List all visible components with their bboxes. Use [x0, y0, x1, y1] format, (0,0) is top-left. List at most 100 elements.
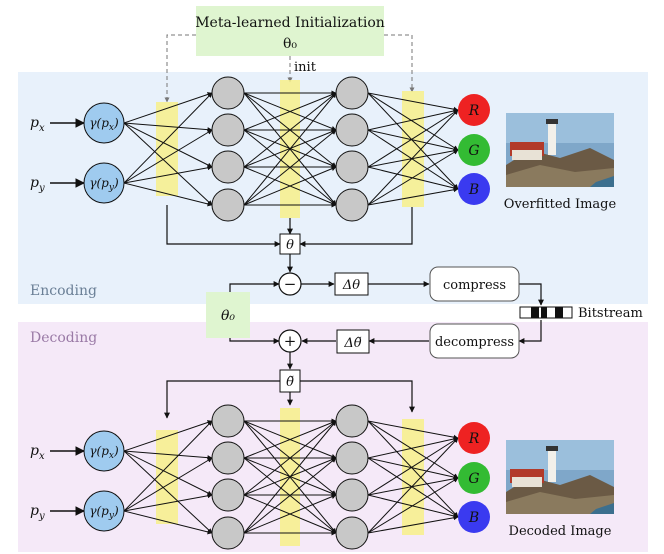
dec-edge-out-3-2	[367, 515, 459, 534]
dec-neuron-0-0	[211, 404, 245, 438]
meta-init-box: Meta-learned Initialization θ₀	[195, 6, 385, 56]
delta-theta-tilde-box	[336, 329, 370, 354]
compress-label: compress	[443, 278, 506, 293]
theta-collect-lines	[166, 205, 413, 273]
theta0-symbol: θ₀	[221, 308, 235, 324]
meta-init-theta0: θ₀	[283, 36, 297, 52]
dec-edge-out-1-1	[367, 457, 459, 480]
dec-edge-h-3-0	[243, 420, 337, 534]
dec-neuron-0-3	[211, 516, 245, 550]
dec-edge-in-1-1	[123, 457, 213, 512]
enc-gamma-label-0: γ(px)	[89, 116, 119, 133]
bitstream-icon	[519, 306, 573, 319]
delta-theta-tilde-symbol: Δθ̃	[343, 336, 361, 351]
enc-edge-out-0-1	[367, 92, 459, 151]
dec-edge-in-1-3	[123, 510, 213, 535]
dec-edge-out-0-1	[367, 420, 459, 479]
dec-neuron-0-1	[211, 441, 245, 475]
enc-layer-bar-1	[156, 102, 178, 196]
decompress-label: decompress	[435, 335, 514, 350]
overfitted-image	[506, 113, 614, 187]
dec-edge-out-1-0	[367, 436, 459, 459]
enc-edge-out-3-1	[367, 149, 459, 206]
dec-output-b	[458, 501, 490, 533]
dec-gamma-label-1: γ(py)	[89, 504, 119, 521]
enc-output-label-g: G	[468, 143, 479, 159]
theta-box	[279, 233, 301, 255]
enc-edge-h-3-0	[243, 92, 337, 206]
dec-edge-out-2-1	[367, 476, 459, 496]
enc-edge-in-0-2	[123, 122, 213, 168]
dec-edge-in-0-1	[123, 450, 213, 461]
enc-gamma-label-1: γ(py)	[89, 176, 119, 193]
overfitted-image-caption: Overfitted Image	[504, 197, 617, 212]
enc-neuron-0-3	[211, 188, 245, 222]
dec-output-label-b: B	[468, 510, 479, 526]
enc-layer-bar-3	[402, 91, 424, 207]
dec-edge-h-1-0	[243, 420, 337, 459]
dec-edge-out-3-0	[367, 437, 459, 534]
decoding-label: Decoding	[30, 330, 97, 346]
enc-edge-out-3-0	[367, 109, 459, 206]
meta-init-title: Meta-learned Initialization	[195, 15, 385, 31]
enc-neuron-0-0	[211, 76, 245, 110]
encoding-label: Encoding	[30, 283, 97, 299]
plus-node	[278, 329, 302, 353]
enc-edge-out-1-0	[367, 108, 459, 131]
dec-output-g	[458, 462, 490, 494]
dec-edge-out-1-2	[367, 457, 459, 518]
enc-output-r	[458, 94, 490, 126]
dec-edge-h-3-2	[243, 494, 337, 534]
dec-neuron-1-0	[335, 404, 369, 438]
enc-edge-h-1-0	[243, 92, 337, 131]
enc-edge-h-3-2	[243, 166, 337, 206]
bitstream-label: Bitstream	[578, 306, 643, 321]
theta-tilde-symbol: θ̃	[286, 375, 294, 390]
enc-edge-out-1-1	[367, 129, 459, 152]
dec-edge-h-3-1	[243, 457, 337, 534]
enc-edge-in-1-2	[123, 165, 213, 184]
enc-edge-h-2-0	[243, 92, 337, 168]
enc-edge-in-1-1	[123, 129, 213, 184]
enc-neuron-0-1	[211, 113, 245, 147]
dec-edge-out-0-0	[367, 420, 459, 440]
dec-edge-in-0-0	[123, 420, 213, 452]
enc-edge-out-2-1	[367, 148, 459, 168]
enc-gamma-node-0	[83, 102, 125, 144]
delta-theta-box	[334, 272, 369, 296]
dec-gamma-node-1	[83, 490, 125, 532]
enc-edge-out-1-2	[367, 129, 459, 190]
dec-neuron-1-1	[335, 441, 369, 475]
enc-gamma-node-1	[83, 162, 125, 204]
enc-neuron-1-0	[335, 76, 369, 110]
dec-edge-out-3-1	[367, 477, 459, 534]
theta-tilde-distribute-lines	[164, 380, 415, 419]
init-dashed-lines	[164, 34, 415, 103]
dec-layer-bar-1	[156, 430, 178, 524]
enc-edge-h-3-1	[243, 129, 337, 206]
theta-symbol: θ	[286, 238, 294, 253]
enc-output-label-r: R	[468, 103, 480, 119]
dec-edge-in-0-2	[123, 450, 213, 496]
dec-edge-in-0-3	[123, 450, 213, 534]
enc-edge-in-0-1	[123, 122, 213, 133]
delta-theta-symbol: Δθ	[342, 278, 360, 293]
enc-edge-out-3-2	[367, 187, 459, 206]
dec-output-r	[458, 422, 490, 454]
decompress-box	[429, 323, 520, 359]
enc-edge-in-1-0	[123, 92, 213, 184]
decoded-image	[506, 440, 614, 514]
enc-edge-in-0-0	[123, 92, 213, 124]
dec-edge-out-2-0	[367, 437, 459, 496]
enc-output-b	[458, 173, 490, 205]
dec-edge-h-2-0	[243, 420, 337, 496]
dec-edge-out-0-2	[367, 420, 459, 518]
enc-edge-out-0-2	[367, 92, 459, 190]
compress-box	[429, 266, 520, 302]
encode-pipeline-lines	[229, 281, 544, 370]
dec-gamma-node-0	[83, 430, 125, 472]
enc-neuron-1-1	[335, 113, 369, 147]
